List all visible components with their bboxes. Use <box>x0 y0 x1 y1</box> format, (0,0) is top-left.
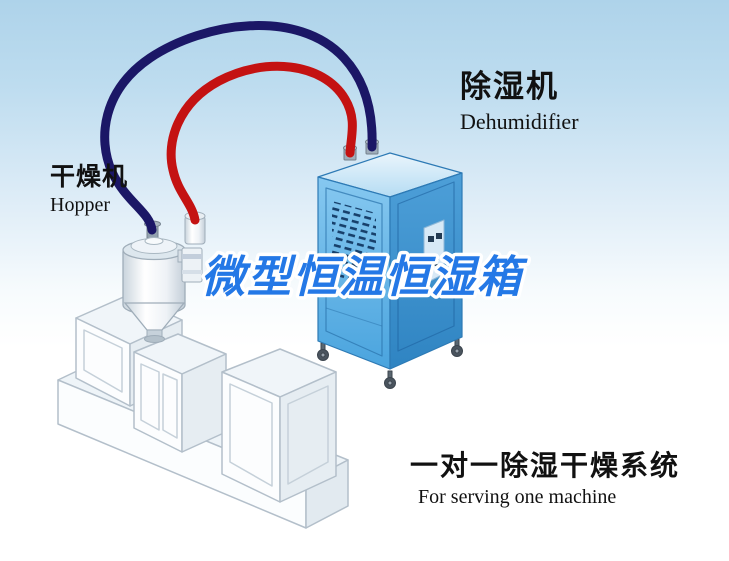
control-slot2 <box>427 264 439 266</box>
machine-end-side-panel <box>287 385 329 485</box>
hopper-neck-flange <box>144 335 165 343</box>
machine-hood-panel <box>83 329 123 393</box>
return-air-hose <box>100 21 377 235</box>
supply-air-hose <box>166 61 357 225</box>
machine-mid-panel-left <box>140 363 160 431</box>
control-slot1 <box>427 258 439 260</box>
system-caption: 一对一除湿干燥系统 For serving one machine <box>410 449 681 509</box>
dehumidifier-casters <box>317 338 463 389</box>
machine-mid-panel-right <box>162 373 178 439</box>
extruder-machine-illustration <box>57 294 349 529</box>
hopper-control-box-band1 <box>182 254 202 259</box>
cabinet-side-panel <box>397 181 455 352</box>
cabinet-front-panel <box>325 187 383 357</box>
control-display <box>428 236 434 242</box>
hopper-label-en: Hopper <box>50 193 110 216</box>
hopper-label: 干燥机 Hopper <box>50 162 129 217</box>
machine-end-front-panel <box>229 383 273 487</box>
hoses <box>100 21 377 235</box>
dehumidifier-label: 除湿机 Dehumidifier <box>460 69 579 134</box>
dehumidifier-illustration <box>317 138 463 389</box>
system-caption-en: For serving one machine <box>418 486 617 509</box>
cabinet-vent-grille <box>332 201 376 293</box>
dehumidifier-label-en: Dehumidifier <box>460 108 579 134</box>
watermark-text: 微型恒温恒湿箱 <box>201 252 528 303</box>
hopper-label-cn: 干燥机 <box>50 162 129 191</box>
dehumidifier-label-cn: 除湿机 <box>460 69 559 105</box>
hopper-control-box-band2 <box>182 270 202 274</box>
cabinet-front-seam <box>325 307 383 327</box>
hopper-lid-cap <box>144 237 164 245</box>
hopper-control-box <box>181 247 203 283</box>
machine-end-side-face <box>279 371 337 503</box>
hopper-illustration <box>122 211 206 343</box>
system-caption-cn: 一对一除湿干燥系统 <box>410 449 681 482</box>
control-button <box>436 233 442 239</box>
